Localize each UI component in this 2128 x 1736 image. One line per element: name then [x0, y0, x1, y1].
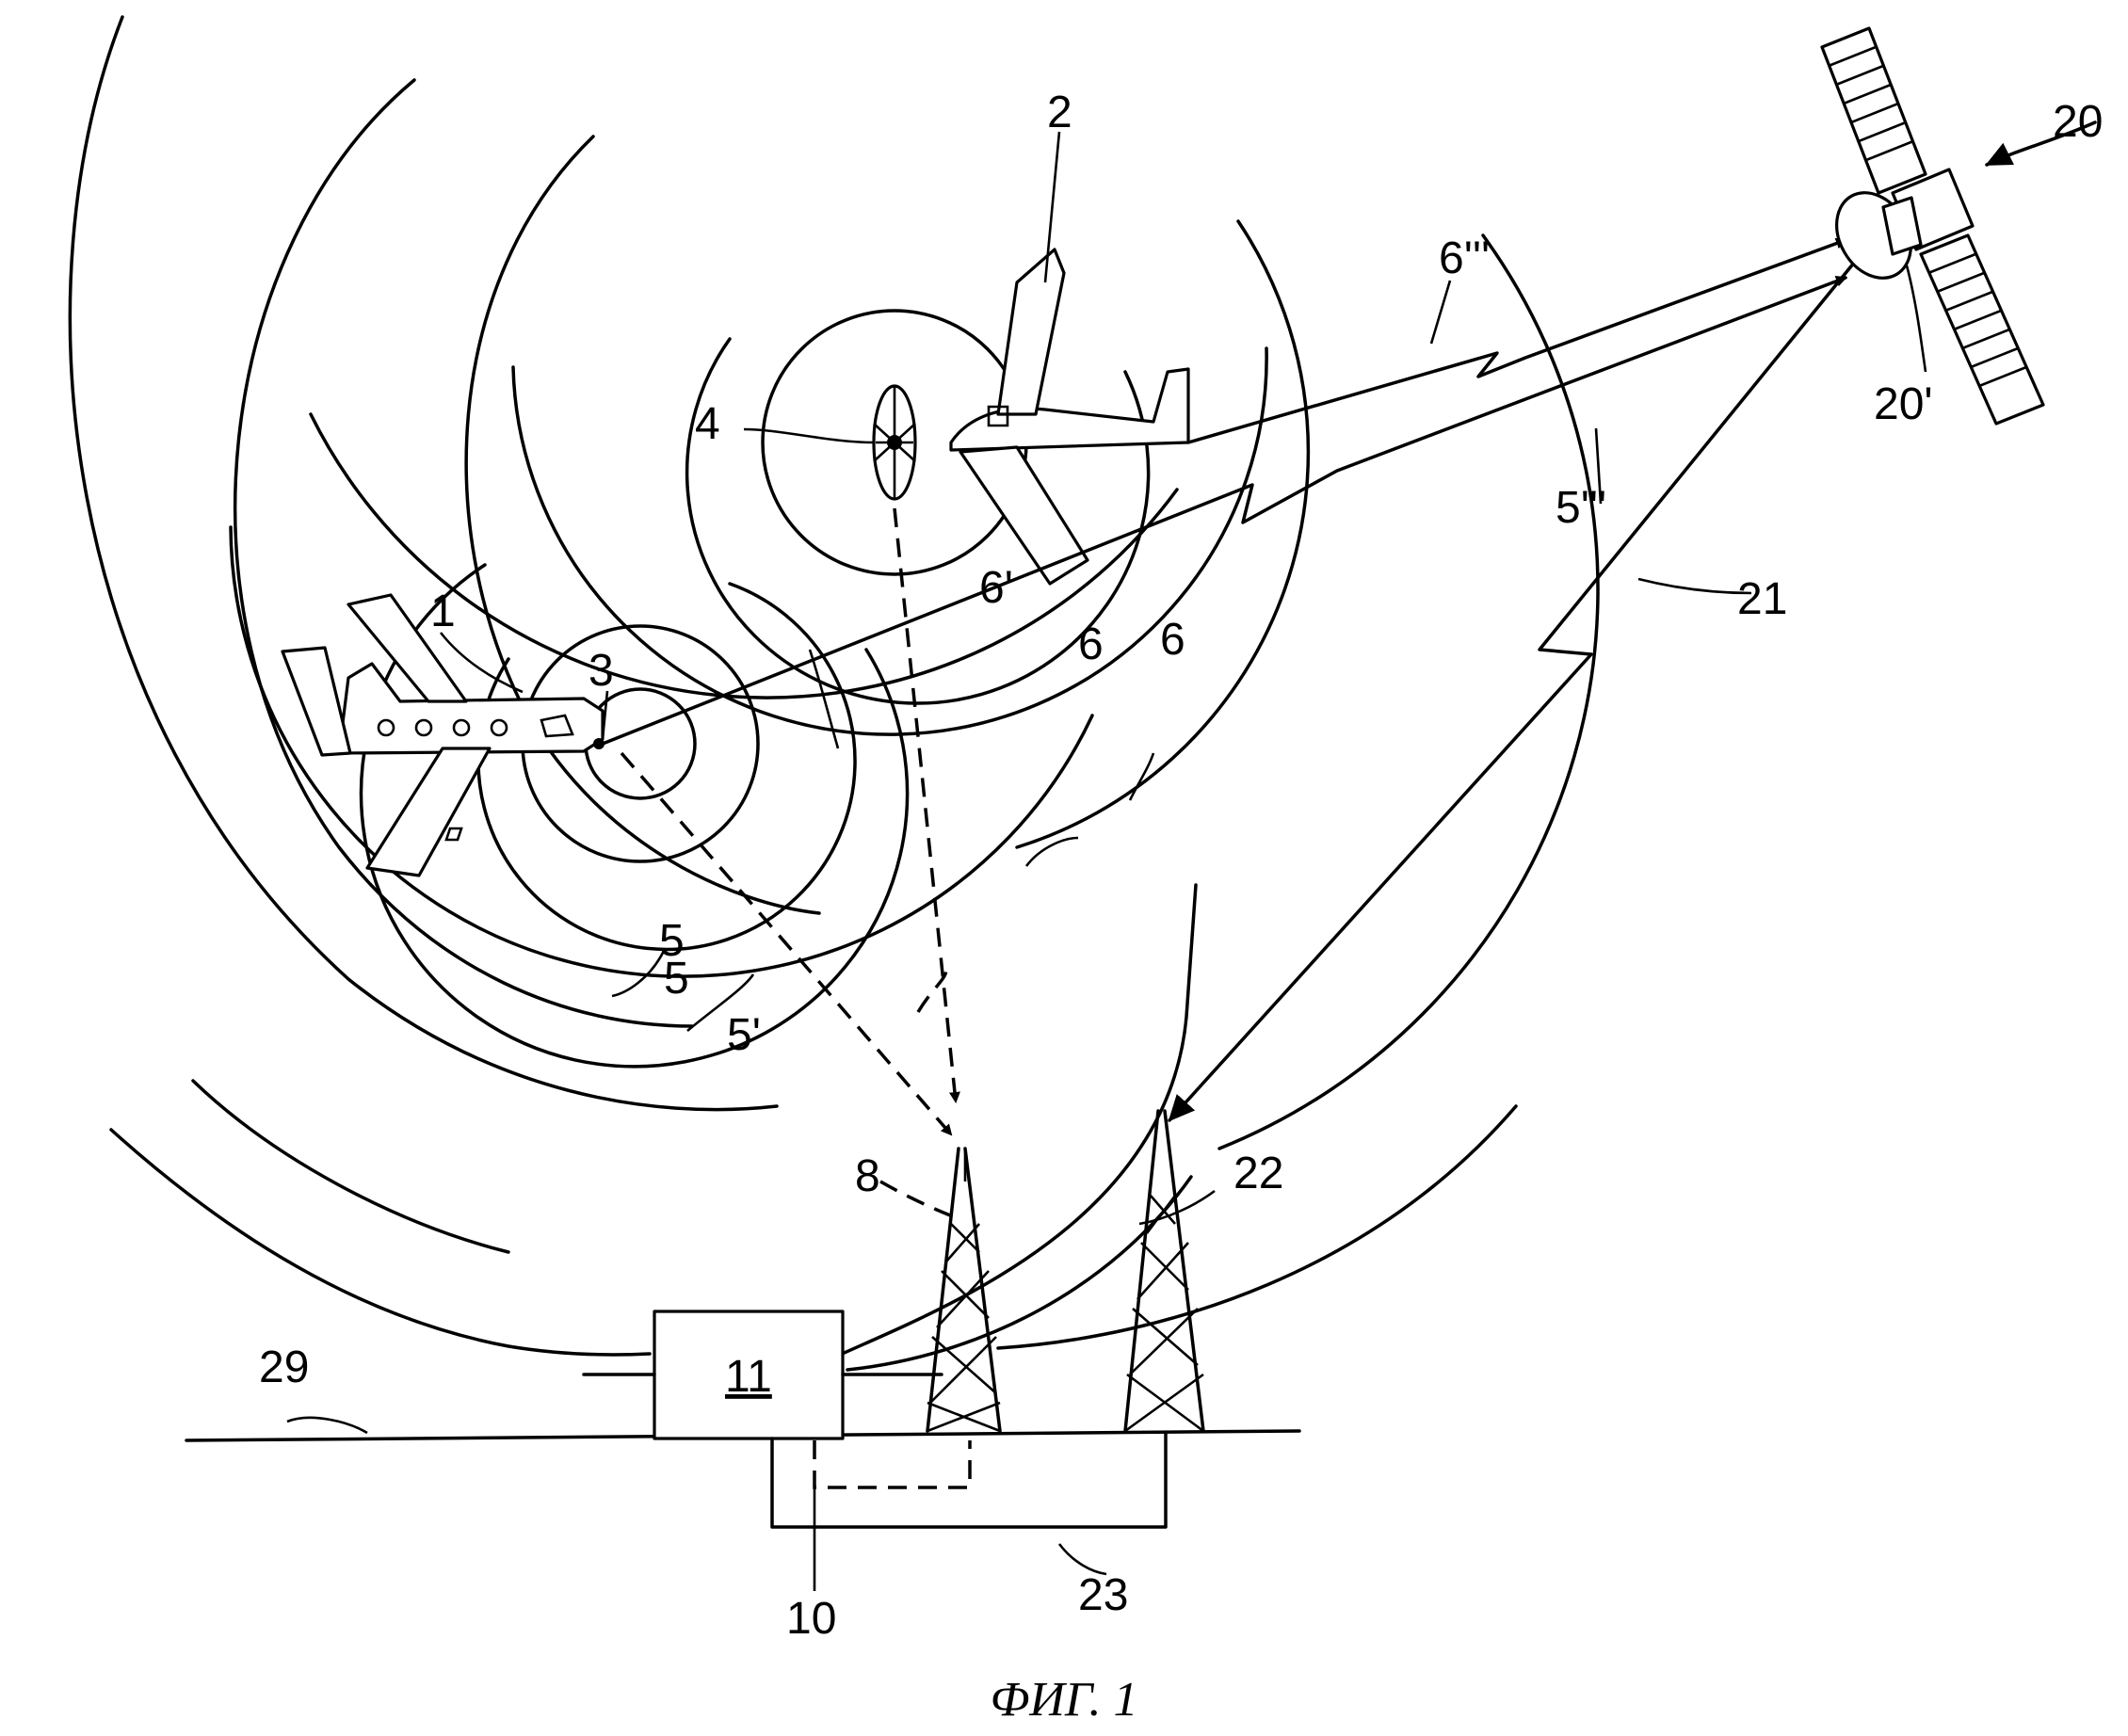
label-aircraft-1: 1: [430, 587, 456, 636]
label-ground-29: 29: [259, 1342, 309, 1392]
leader-lines: [286, 121, 2097, 1591]
aircraft-2: [872, 248, 1190, 586]
label-ray-6p: 6': [979, 563, 1013, 613]
label-wave-6: 6: [1160, 615, 1185, 665]
label-block-23: 23: [1078, 1570, 1128, 1620]
tower-8: [926, 1147, 1002, 1433]
tower-22: [1123, 1109, 1205, 1433]
label-wave-5b: 5: [664, 954, 689, 1004]
outer-arcs: [68, 15, 1518, 1372]
label-line-10: 10: [786, 1594, 836, 1644]
label-wave-5: 5: [659, 916, 685, 966]
label-ray-5ppp: 5''': [1556, 483, 1606, 533]
dashed-rays: [620, 507, 960, 1136]
label-antenna-20p: 20': [1874, 379, 1933, 429]
label-link-21: 21: [1737, 574, 1787, 624]
label-satellite-20: 20: [2053, 97, 2103, 147]
label-tower-22: 22: [1233, 1149, 1283, 1198]
figure-caption: ФИГ. 1: [990, 1673, 1137, 1727]
label-box-11: 11: [725, 1352, 772, 1402]
link-21: [1168, 250, 1864, 1122]
label-transmitter-3: 3: [588, 646, 614, 696]
wave-field-6: [511, 219, 1600, 1150]
reference-labels: 1 2 3 4 5 5 5' 5''' 6 6 6' 6''' 8 10 11 …: [259, 88, 2103, 1644]
label-ray-6ppp: 6''': [1439, 233, 1490, 283]
label-transmitter-4: 4: [695, 399, 720, 449]
label-wave-6b: 6: [1078, 619, 1104, 669]
label-aircraft-2: 2: [1047, 88, 1072, 137]
label-station-8: 8: [855, 1151, 880, 1201]
aircraft-1: [281, 593, 605, 877]
label-ray-5p: 5': [727, 1010, 761, 1060]
satellite-20: [1820, 26, 2045, 426]
ground-station: [185, 1310, 1301, 1529]
signal-rays: [601, 237, 1847, 746]
